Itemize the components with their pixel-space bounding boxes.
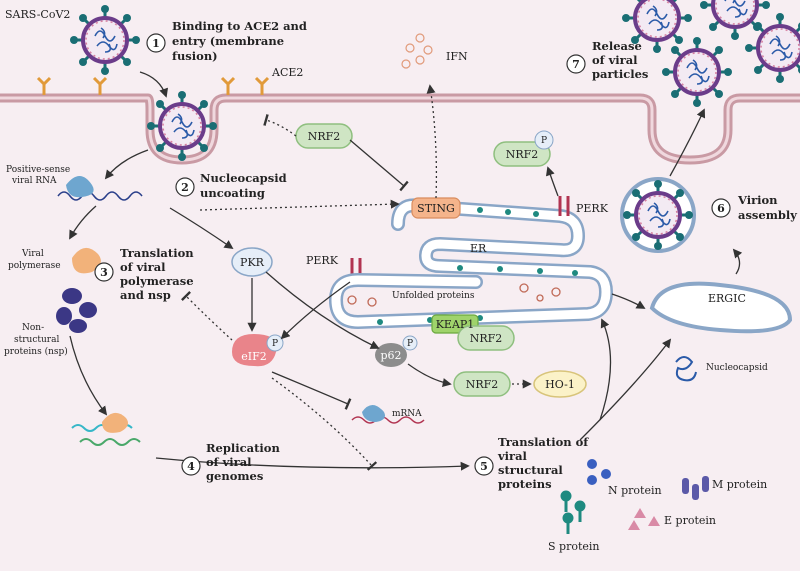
step-3-number: 3 <box>100 266 108 279</box>
step-1-text: Binding to ACE2 and entry (membrane fusi… <box>172 19 311 63</box>
e-protein-icons <box>628 508 660 530</box>
nrf2-p-label: P <box>541 136 547 146</box>
ifn-dots <box>401 33 433 69</box>
p62 <box>375 343 407 367</box>
eif2 <box>232 334 277 367</box>
p62-p-label: P <box>407 339 413 349</box>
eif2-phospho <box>266 334 284 352</box>
ifn-label: IFN <box>446 50 468 63</box>
nrf2-label-top: NRF2 <box>308 130 341 143</box>
perk-right <box>558 196 570 216</box>
step-6-number: 6 <box>717 202 725 215</box>
plasma-membrane <box>0 93 800 165</box>
er-label: ER <box>470 242 487 255</box>
ho1-box <box>533 370 587 398</box>
endocytosed-virion <box>145 89 219 163</box>
step-2-text: Nucleocapsid uncoating <box>200 171 291 200</box>
step-6-text: Virion assembly <box>737 193 797 222</box>
step-7-number: 7 <box>572 58 580 71</box>
nsp-proteins <box>56 288 97 333</box>
host-mrna <box>351 416 425 424</box>
p62-label: p62 <box>380 349 401 362</box>
p62-phospho <box>402 335 418 351</box>
step-3-text: Translation of viral polymerase and nsp <box>120 246 198 302</box>
keap1-label: KEAP1 <box>436 318 475 331</box>
ergic-label: ERGIC <box>708 292 746 305</box>
nucleocapsid <box>675 356 697 382</box>
nrf2-label-phospho: NRF2 <box>506 148 539 161</box>
step-4-text: Replication of viral genomes <box>206 441 284 483</box>
step-1-number: 1 <box>152 37 160 50</box>
step-2-number: 2 <box>181 181 189 194</box>
ace2-receptors <box>36 76 270 95</box>
assembled-virion <box>621 178 695 252</box>
pkr-label: PKR <box>240 256 265 269</box>
e-protein-label: E protein <box>664 514 716 527</box>
viral-polymerase <box>72 247 101 274</box>
nrf2-label-bottom: NRF2 <box>466 378 499 391</box>
step-markers <box>94 33 731 476</box>
unfolded-proteins <box>347 283 561 307</box>
ho1-label: HO-1 <box>545 378 575 391</box>
sars-cov2-virion <box>68 3 142 77</box>
step-7-text: Release of viral particles <box>592 39 648 81</box>
n-protein-icons <box>587 459 611 485</box>
released-virion-4 <box>660 35 734 109</box>
mrna-label: mRNA <box>392 409 422 419</box>
eif2-label: eIF2 <box>241 350 267 363</box>
nucleocapsid-label: Nucleocapsid <box>706 363 768 373</box>
polymerase-label: Viral polymerase <box>8 249 61 271</box>
eif2-p-label: P <box>272 339 278 349</box>
s-protein-icons <box>560 490 586 534</box>
rna-label: Positive-sense viral RNA <box>6 165 73 186</box>
unfolded-label: Unfolded proteins <box>392 291 475 301</box>
step-5-text: Translation of viral structural proteins <box>497 435 592 491</box>
s-protein-label: S protein <box>548 540 600 553</box>
nrf2-label-keap1: NRF2 <box>470 332 503 345</box>
ergic <box>649 281 793 334</box>
pkr <box>231 247 273 277</box>
perk-right-label: PERK <box>576 202 609 215</box>
nrf2-box-keap1 <box>457 325 515 351</box>
replicase <box>102 412 128 433</box>
nsp-label: Non- structural proteins (nsp) <box>4 323 68 357</box>
step-4-number: 4 <box>187 460 195 473</box>
step-5-number: 5 <box>480 460 488 473</box>
n-protein-label: N protein <box>608 484 662 497</box>
viral-rna <box>57 191 143 201</box>
nrf2-box-bottom <box>453 371 511 397</box>
sars-cov2-label: SARS-CoV2 <box>5 8 70 21</box>
nrf2-box-phospho <box>493 141 551 167</box>
m-protein-label: M protein <box>712 478 767 491</box>
perk-left-label: PERK <box>306 254 339 267</box>
sting-label: STING <box>417 202 455 215</box>
released-virion-2 <box>698 0 772 42</box>
nrf2-phospho-p <box>534 130 554 150</box>
m-protein-icons <box>682 476 709 500</box>
ace2-label: ACE2 <box>271 66 303 79</box>
